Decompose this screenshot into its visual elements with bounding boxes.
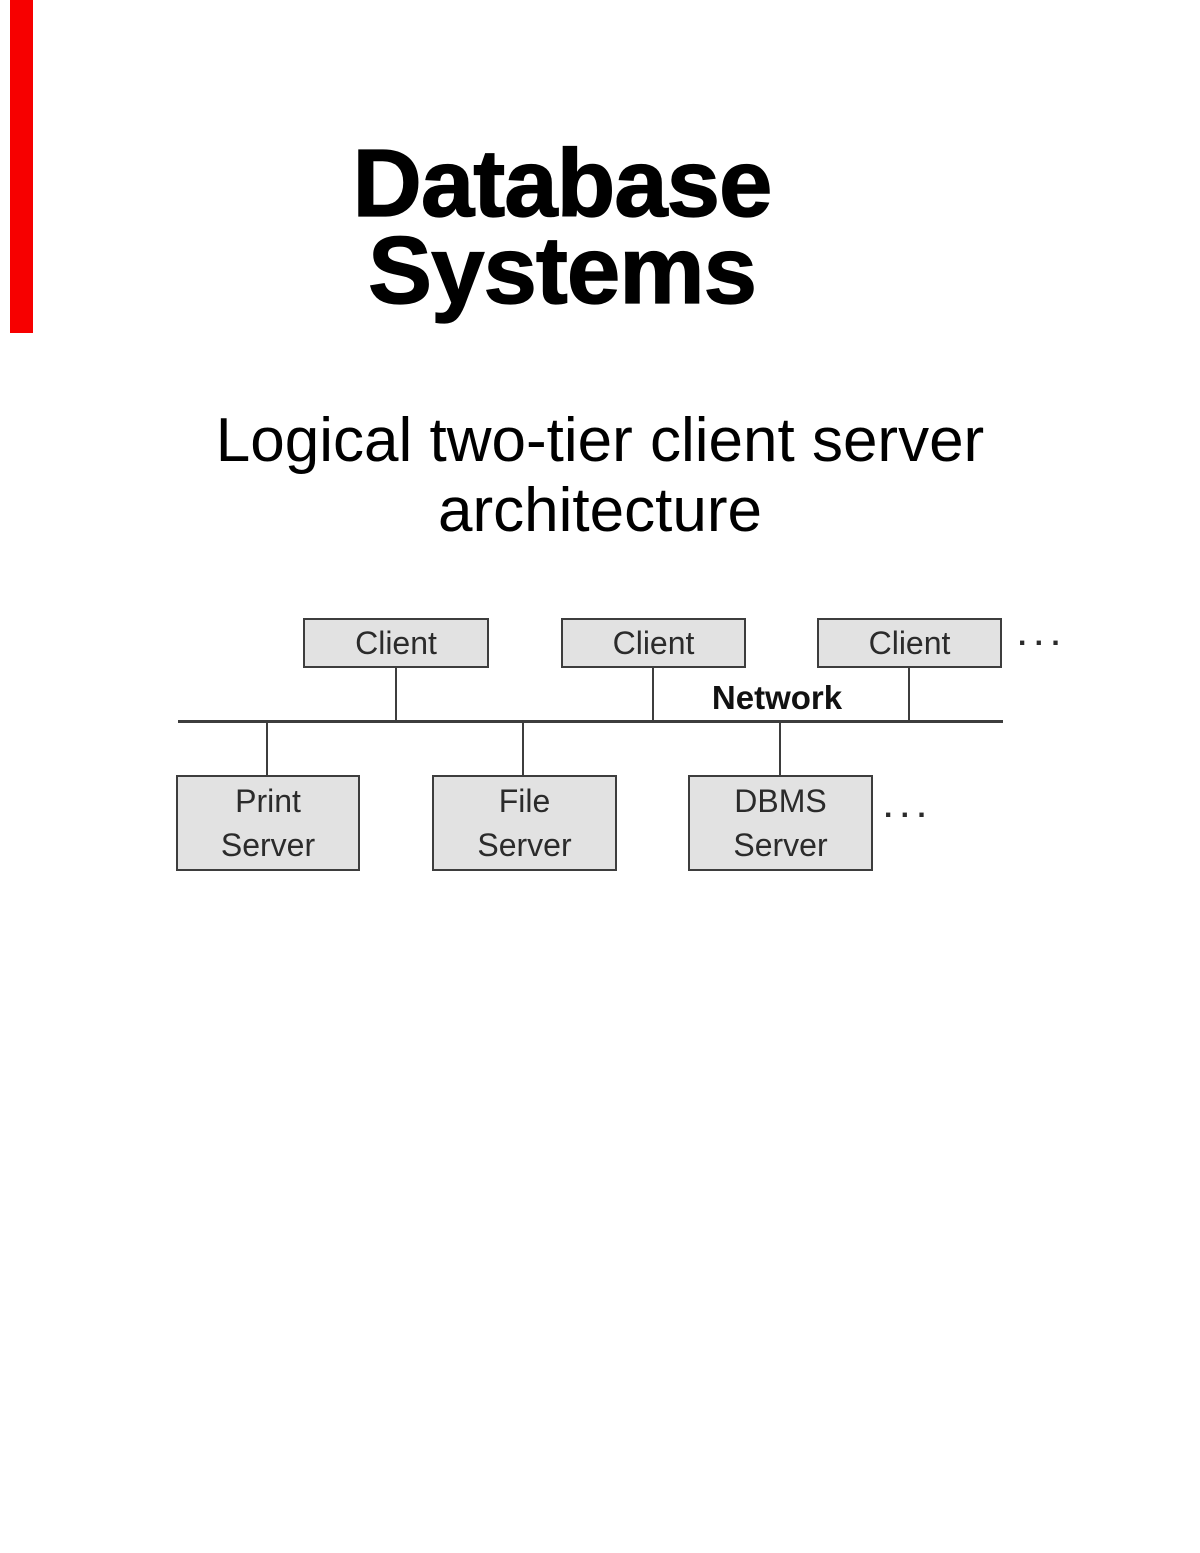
page-subtitle: Logical two-tier client server architect…	[216, 406, 984, 546]
client-box-3: Client	[817, 618, 1002, 668]
page-title-line-1: Database	[352, 130, 773, 237]
servers-ellipsis: . . .	[884, 791, 926, 824]
page-title: Database Systems	[352, 130, 773, 324]
connector-client-2	[652, 668, 654, 721]
client-box-2: Client	[561, 618, 746, 668]
network-bus-line	[178, 720, 1003, 723]
client-box-1-label: Client	[355, 625, 437, 661]
file-server-box: File Server	[432, 775, 617, 871]
print-server-box: Print Server	[176, 775, 360, 871]
dbms-server-label-line-2: Server	[733, 827, 828, 863]
client-box-1: Client	[303, 618, 489, 668]
page-title-line-2: Systems	[367, 217, 757, 324]
print-server-label-line-1: Print	[235, 783, 301, 819]
dbms-server-box: DBMS Server	[688, 775, 873, 871]
client-box-3-label: Client	[868, 625, 951, 661]
file-server-label-line-2: Server	[477, 827, 572, 863]
connector-print-server	[266, 722, 268, 776]
connector-file-server	[522, 722, 524, 776]
network-label: Network	[711, 679, 843, 716]
connector-client-1	[395, 668, 397, 721]
file-server-label-line-1: File	[498, 783, 551, 819]
dbms-server-label-line-1: DBMS	[734, 783, 827, 819]
client-box-2-label: Client	[612, 625, 695, 661]
clients-ellipsis: . . .	[1018, 619, 1060, 652]
red-accent-bar	[10, 0, 33, 333]
connector-dbms-server	[779, 722, 781, 776]
page-subtitle-line-2: architecture	[438, 476, 762, 545]
connector-client-3	[908, 668, 910, 721]
page-subtitle-line-1: Logical two-tier client server	[215, 406, 985, 475]
print-server-label-line-2: Server	[220, 827, 316, 863]
